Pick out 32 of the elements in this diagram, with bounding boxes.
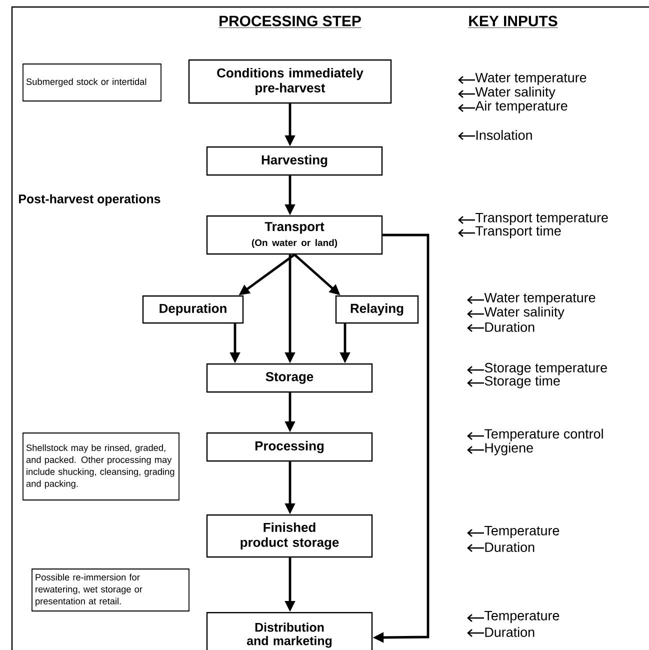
process-box: Processing bbox=[206, 432, 373, 462]
key-input: Duration bbox=[467, 627, 534, 637]
process-box: Distribution and marketing bbox=[206, 612, 373, 650]
key-input: Duration bbox=[467, 542, 534, 552]
process-box: Conditions immediately pre-harvest bbox=[188, 59, 392, 104]
process-box: Transport (On water or land) bbox=[206, 215, 383, 255]
section-label: Post-harvest operations bbox=[19, 194, 160, 206]
key-input: Insolation bbox=[458, 130, 532, 140]
column-heading: KEY INPUTS bbox=[468, 16, 558, 28]
column-heading: PROCESSING STEP bbox=[218, 16, 362, 28]
key-input: Temperature bbox=[467, 611, 560, 624]
key-input: Storage time bbox=[467, 376, 560, 388]
process-box: Depuration bbox=[142, 295, 244, 324]
key-input: Transport time bbox=[458, 226, 561, 238]
key-input: Air temperature bbox=[458, 100, 568, 114]
key-input: Storage temperature bbox=[467, 362, 607, 376]
process-box: Finished product storage bbox=[206, 514, 373, 558]
note-box: Possible re-immersion for rewatering, wet storage or presentation at retail. bbox=[32, 568, 190, 612]
process-box: Harvesting bbox=[206, 146, 383, 176]
key-input: Temperature bbox=[467, 526, 560, 538]
process-box: Storage bbox=[206, 363, 373, 393]
key-input: Transport temperature bbox=[458, 212, 608, 226]
key-input: Duration bbox=[467, 322, 534, 332]
note-box: Submerged stock or intertidal bbox=[22, 64, 162, 102]
key-input: Hygiene bbox=[467, 442, 533, 456]
key-input: Temperature control bbox=[467, 428, 603, 442]
process-box: Relaying bbox=[335, 295, 419, 324]
key-input: Water temperature bbox=[458, 72, 586, 86]
key-input: Water salinity bbox=[467, 306, 564, 320]
note-box: Shellstock may be rinsed, graded, and packed. Other processing may include shucking, cleansing, grading and packing. bbox=[22, 432, 180, 500]
key-input: Water temperature bbox=[467, 292, 596, 306]
key-input: Water salinity bbox=[458, 86, 556, 100]
